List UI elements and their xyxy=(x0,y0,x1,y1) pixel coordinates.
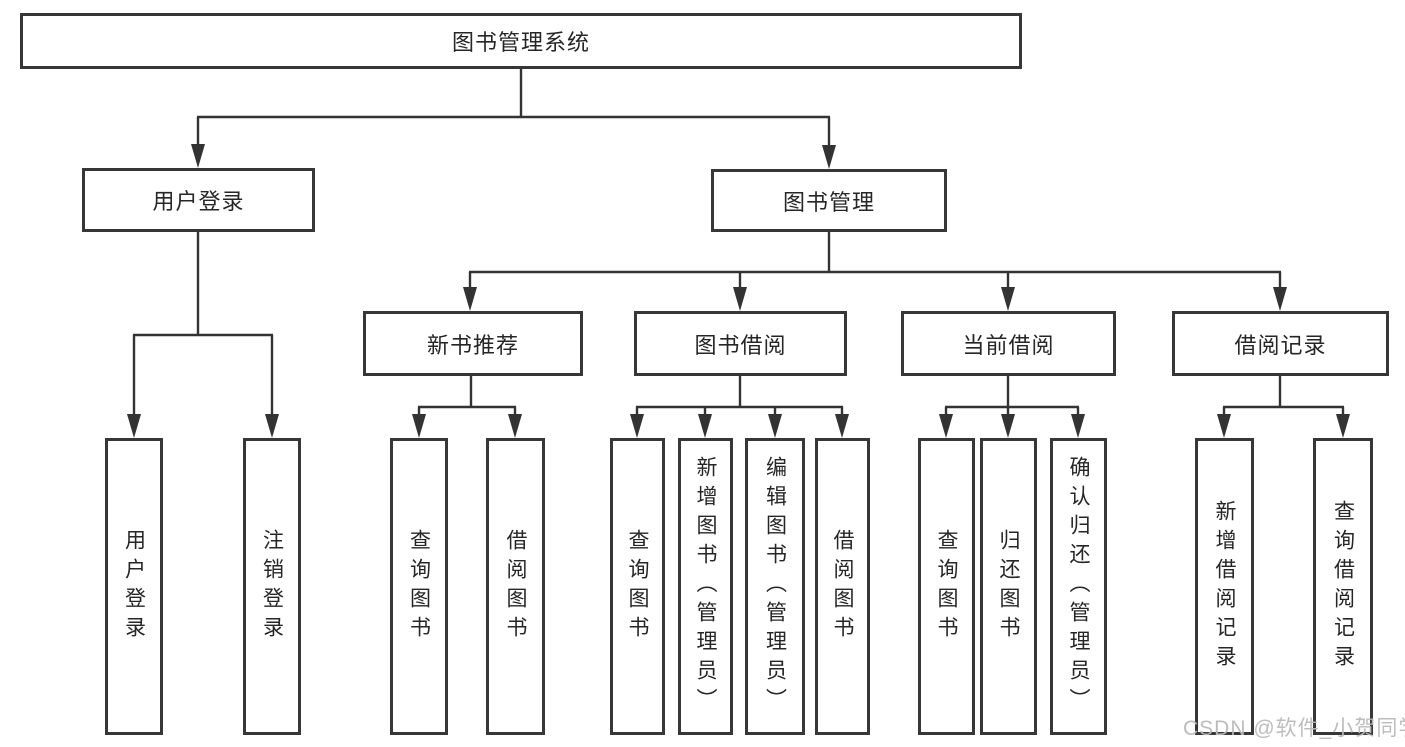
arrowhead-icon xyxy=(127,414,141,438)
node-leaf-user-login: 用户登录 xyxy=(105,438,163,735)
node-leaf-borrow-query: 查询图书 xyxy=(610,438,665,735)
node-leaf-newbook-borrow: 借阅图书 xyxy=(486,438,545,735)
arrowhead-icon xyxy=(630,414,644,438)
arrowhead-icon xyxy=(1001,414,1015,438)
node-book-borrow-label: 图书借阅 xyxy=(694,332,787,358)
edges-current-borrow-children xyxy=(944,376,1080,416)
node-leaf-newbook-query-label: 查询图书 xyxy=(407,528,431,645)
arrowhead-icon xyxy=(508,414,522,438)
arrowhead-icon xyxy=(768,414,782,438)
node-leaf-current-return: 归还图书 xyxy=(980,438,1037,735)
node-root: 图书管理系统 xyxy=(20,13,1022,69)
node-leaf-borrow-borrow-label: 借阅图书 xyxy=(831,528,854,645)
edges-new-books-children xyxy=(417,376,517,416)
edges-book-borrow-children xyxy=(635,376,844,416)
edges-root-to-level2 xyxy=(196,69,831,147)
node-leaf-borrow-query-label: 查询图书 xyxy=(626,528,649,645)
arrowhead-icon xyxy=(733,287,747,311)
arrowhead-icon xyxy=(463,287,477,311)
node-borrow-records-label: 借阅记录 xyxy=(1234,332,1327,358)
node-leaf-newbook-borrow-label: 借阅图书 xyxy=(504,528,527,645)
node-leaf-borrow-add-label: 新增图书（管理员） xyxy=(694,456,717,717)
edges-borrow-records-children xyxy=(1222,376,1345,416)
node-leaf-borrow-edit-label: 编辑图书（管理员） xyxy=(763,456,787,717)
node-leaf-record-query-label: 查询借阅记录 xyxy=(1331,499,1355,674)
node-leaf-user-login-label: 用户登录 xyxy=(122,528,146,645)
arrowhead-icon xyxy=(1217,414,1231,438)
node-leaf-borrow-edit: 编辑图书（管理员） xyxy=(745,438,805,735)
node-leaf-current-return-label: 归还图书 xyxy=(997,528,1020,645)
node-leaf-current-confirm: 确认归还（管理员） xyxy=(1050,438,1107,735)
node-user-login: 用户登录 xyxy=(82,168,315,232)
arrowhead-icon xyxy=(1071,414,1085,438)
arrowhead-icon xyxy=(835,414,849,438)
node-current-borrow-label: 当前借阅 xyxy=(962,332,1055,358)
arrowhead-icon xyxy=(265,414,279,438)
csdn-watermark: CSDN @软件_小贺同学 xyxy=(1183,717,1405,740)
node-borrow-records: 借阅记录 xyxy=(1172,311,1389,376)
node-leaf-current-query-label: 查询图书 xyxy=(935,528,958,645)
node-leaf-current-confirm-label: 确认归还（管理员） xyxy=(1067,456,1090,717)
node-current-borrow: 当前借阅 xyxy=(901,311,1116,376)
node-new-books-label: 新书推荐 xyxy=(426,332,519,358)
node-user-login-label: 用户登录 xyxy=(152,189,245,214)
node-book-borrow: 图书借阅 xyxy=(634,311,847,376)
node-leaf-record-add-label: 新增借阅记录 xyxy=(1213,499,1236,674)
node-leaf-borrow-add: 新增图书（管理员） xyxy=(678,438,733,735)
node-book-mgmt-label: 图书管理 xyxy=(782,189,875,215)
arrowhead-icon xyxy=(939,414,953,438)
node-leaf-logout: 注销登录 xyxy=(243,438,301,735)
arrowhead-icon xyxy=(412,414,426,438)
node-leaf-record-add: 新增借阅记录 xyxy=(1195,438,1254,735)
arrowhead-icon xyxy=(698,414,712,438)
node-book-mgmt: 图书管理 xyxy=(711,169,947,232)
arrowhead-icon xyxy=(1336,414,1350,438)
edges-book-mgmt-children xyxy=(468,232,1282,289)
arrowhead-icon xyxy=(1001,287,1015,311)
node-leaf-newbook-query: 查询图书 xyxy=(390,438,448,735)
node-leaf-current-query: 查询图书 xyxy=(918,438,975,735)
node-leaf-record-query: 查询借阅记录 xyxy=(1313,438,1373,735)
arrowhead-icon xyxy=(1273,287,1287,311)
node-leaf-logout-label: 注销登录 xyxy=(260,528,284,645)
node-leaf-borrow-borrow: 借阅图书 xyxy=(815,438,870,735)
arrowhead-icon xyxy=(191,144,205,168)
node-root-label: 图书管理系统 xyxy=(451,30,590,55)
node-new-books: 新书推荐 xyxy=(363,311,583,376)
arrowhead-icon xyxy=(822,145,836,169)
edges-user-login-children xyxy=(132,232,274,416)
